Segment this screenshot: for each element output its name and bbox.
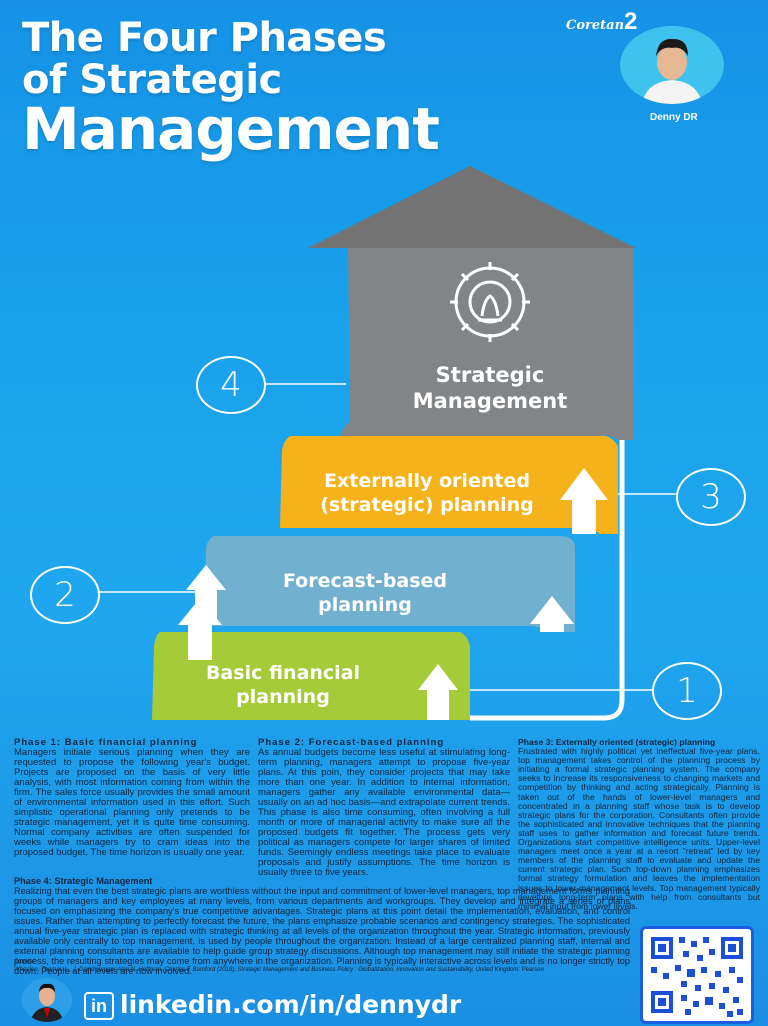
arrow-up-icon (560, 468, 608, 534)
phase4-body: Realizing that even the best strategic p… (14, 886, 630, 976)
phase1-label-line1: Basic financial (205, 662, 361, 684)
phase2-label-line2: planning (318, 593, 412, 616)
arrow-up-icon (186, 565, 226, 622)
qr-code[interactable] (640, 926, 754, 1024)
phase1-label: Basic financial planning (168, 662, 398, 710)
title-line-2: of Strategic (22, 57, 282, 103)
arrow-up-icon (418, 664, 458, 720)
phase1-heading: Phase 1: Basic financial planning (14, 737, 198, 748)
brand-logo: Coretan2 (566, 8, 637, 36)
number-3-circle: 3 (676, 468, 746, 526)
qr-code-icon (651, 937, 743, 1017)
phase1-body: Managers initiate serious planning when … (14, 747, 250, 858)
source-text: Wheelen, Thomas L., J. David Hunger Alan… (14, 967, 544, 973)
phase3-description: Phase 3: Externally oriented (strategic)… (518, 737, 760, 911)
title-line-3: Management (22, 95, 440, 163)
connector-line (470, 436, 625, 721)
source-label: Source: (14, 959, 35, 965)
footer-avatar (22, 978, 72, 1022)
phase2-description: Phase 2: Forecast-based planning As annu… (258, 738, 510, 878)
linkedin-icon: in (84, 992, 114, 1020)
roof (308, 166, 636, 248)
phase2-body: As annual budgets become less useful at … (258, 747, 510, 878)
phase2-block (204, 536, 575, 632)
arrow-up-icon (530, 596, 574, 632)
phase3-heading: Phase 3: Externally oriented (strategic)… (518, 737, 716, 747)
staircase-diagram (152, 166, 636, 721)
phase3-label-line1: Externally oriented (324, 470, 530, 492)
phase1-block (152, 632, 470, 720)
phase3-label: Externally oriented (strategic) planning (284, 470, 570, 518)
number-1-circle: 1 (652, 662, 722, 720)
brand-suffix: 2 (624, 8, 638, 35)
phase2-heading: Phase 2: Forecast-based planning (258, 737, 445, 748)
title-line-1: The Four Phases (22, 15, 387, 61)
phase1-label-line2: planning (236, 685, 330, 708)
phase4-description: Phase 4: Strategic Management Realizing … (14, 876, 630, 976)
phase4-label: Strategic Management (380, 362, 600, 415)
phase2-label: Forecast-based planning (250, 570, 480, 618)
phase4-heading: Phase 4: Strategic Management (14, 876, 153, 886)
phase1-description: Phase 1: Basic financial planning Manage… (14, 738, 250, 858)
number-2-circle: 2 (30, 566, 100, 624)
phase3-label-line2: (strategic) planning (320, 493, 534, 516)
phase2-label-line1: Forecast-based (282, 570, 448, 592)
source-citation: Source: Wheelen, Thomas L., J. David Hun… (14, 958, 630, 974)
phase4-label-line2: Management (412, 389, 568, 414)
author-avatar (620, 26, 724, 104)
phase3-block (280, 435, 618, 534)
linkedin-link[interactable]: linkedin.com/in/dennydr (120, 990, 462, 1019)
number-4-circle: 4 (196, 356, 266, 414)
author-name: Denny DR (650, 112, 698, 123)
phase3-body: Frustrated with highly political yet ine… (518, 746, 760, 911)
brand-prefix: Coretan (566, 18, 625, 33)
phase4-label-line1: Strategic (435, 363, 545, 387)
gear-chess-icon (450, 262, 530, 342)
phase4-block (340, 248, 634, 440)
